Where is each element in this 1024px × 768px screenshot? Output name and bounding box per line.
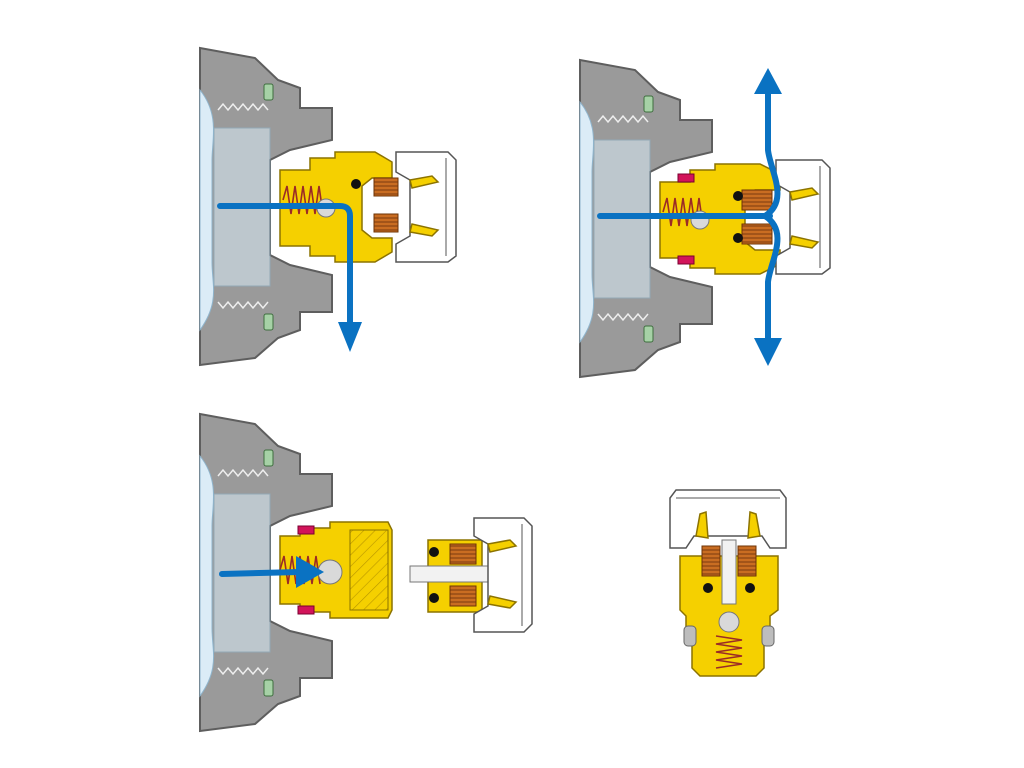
top-thread xyxy=(217,468,269,478)
flow-arrow-inlet xyxy=(219,569,303,577)
coil-pad-bottom xyxy=(373,213,399,233)
latch-bottom xyxy=(789,235,820,249)
o-ring-left xyxy=(703,583,713,593)
flow-arrow-down-head xyxy=(754,338,782,366)
latch-top xyxy=(409,175,440,189)
coupling-stem xyxy=(721,539,737,605)
o-ring-top xyxy=(429,547,439,557)
top-thread xyxy=(217,102,269,112)
red-seal-top xyxy=(677,173,695,183)
side-seal-left xyxy=(683,625,697,647)
flow-arrow-inlet xyxy=(217,203,353,328)
flow-arrow-down-head xyxy=(338,322,362,352)
panel-bottom-right xyxy=(669,489,787,677)
tank-fluid xyxy=(199,454,215,698)
red-seal-bottom xyxy=(677,255,695,265)
latch-top xyxy=(789,187,820,201)
coupling-cap xyxy=(669,489,787,549)
tank-fluid xyxy=(579,100,595,344)
valve-spring xyxy=(715,635,743,669)
latch-top xyxy=(487,539,518,553)
bottom-thread xyxy=(217,300,269,310)
panel-top-left xyxy=(199,46,457,367)
coil-pad-top xyxy=(741,189,773,211)
o-ring xyxy=(351,179,361,189)
gasket-top xyxy=(263,449,274,467)
coupling-stem xyxy=(409,565,491,583)
red-seal-bottom xyxy=(297,605,315,615)
gasket-top xyxy=(263,83,274,101)
gasket-top xyxy=(643,95,654,113)
bottom-thread xyxy=(217,666,269,676)
coupling-cap xyxy=(395,151,457,263)
coil-pad-bottom xyxy=(449,585,477,607)
bottom-thread xyxy=(597,312,649,322)
tank-fluid xyxy=(199,88,215,332)
check-ball xyxy=(718,611,740,633)
gasket-bottom xyxy=(263,313,274,331)
gasket-bottom xyxy=(643,325,654,343)
flow-arrow-inlet-head xyxy=(296,556,324,588)
latch-bottom xyxy=(409,223,440,237)
o-ring-bottom xyxy=(733,233,743,243)
coil-pad-left xyxy=(701,545,721,577)
flow-arrow-up xyxy=(762,89,781,219)
coil-pad-top xyxy=(373,177,399,197)
panel-bottom-left xyxy=(199,412,533,733)
latch-bottom xyxy=(487,595,518,609)
coupling-cap xyxy=(775,159,831,275)
flow-arrow-down xyxy=(762,213,781,343)
coil-pad-right xyxy=(737,545,757,577)
top-thread xyxy=(597,114,649,124)
o-ring-top xyxy=(733,191,743,201)
coil-pad-top xyxy=(449,543,477,565)
red-seal-top xyxy=(297,525,315,535)
latch-right xyxy=(747,510,761,539)
side-seal-right xyxy=(761,625,775,647)
flow-arrow-up-head xyxy=(754,68,782,94)
latch-left xyxy=(695,510,709,539)
gasket-bottom xyxy=(263,679,274,697)
o-ring-bottom xyxy=(429,593,439,603)
coil-pad-bottom xyxy=(741,223,773,245)
o-ring-right xyxy=(745,583,755,593)
male-thread xyxy=(349,529,389,611)
panel-top-right xyxy=(579,58,831,379)
